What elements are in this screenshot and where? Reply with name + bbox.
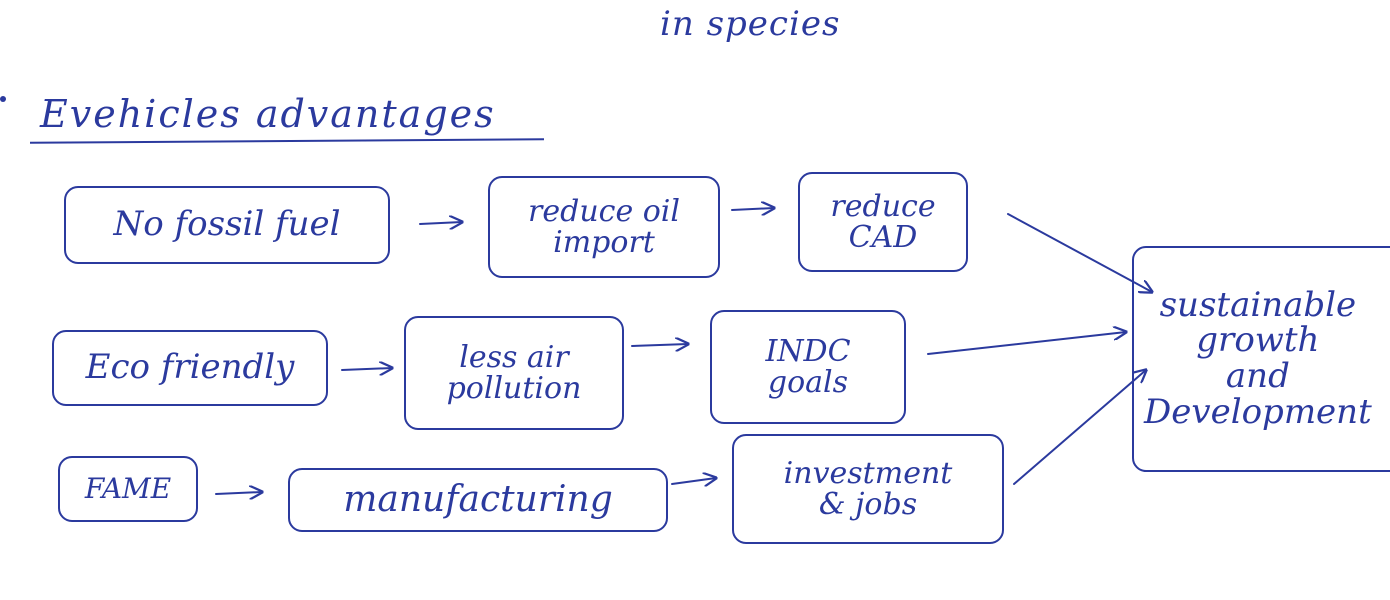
node-label: INDC goals — [765, 333, 851, 400]
arrow-manufacturing-to-investment — [671, 478, 716, 484]
node-fame: FAME — [58, 456, 198, 522]
node-label: reduce CAD — [830, 188, 936, 255]
node-label: less air pollution — [446, 339, 582, 406]
node-label: No fossil fuel — [113, 204, 341, 245]
node-indc-goals: INDC goals — [710, 310, 906, 424]
arrow-reduce-cad-to-sustainable — [1007, 213, 1152, 292]
top-text-fragment: in species — [660, 4, 841, 44]
node-no-fossil-fuel: No fossil fuel — [64, 186, 390, 264]
arrow-no-fossil-to-reduce-oil — [419, 222, 462, 224]
arrow-reduce-oil-to-reduce-cad — [731, 208, 774, 210]
node-label: reduce oil import — [528, 193, 680, 260]
heading-bullet — [0, 96, 6, 102]
node-eco-friendly: Eco friendly — [52, 330, 328, 406]
node-sustainable-growth: sustainable growth and Development — [1132, 246, 1390, 472]
node-less-air-pollution: less air pollution — [404, 316, 624, 430]
node-label: FAME — [84, 472, 172, 506]
arrow-fame-to-manufacturing — [215, 492, 262, 494]
node-label: investment & jobs — [783, 455, 953, 522]
node-investment-jobs: investment & jobs — [732, 434, 1004, 544]
arrow-eco-to-less-air — [341, 368, 392, 370]
section-heading: Evehicles advantages — [40, 92, 496, 136]
node-manufacturing: manufacturing — [288, 468, 668, 532]
arrow-less-air-to-indc — [631, 344, 688, 346]
node-label: manufacturing — [343, 479, 613, 521]
arrow-indc-to-sustainable — [927, 332, 1126, 355]
node-reduce-oil-import: reduce oil import — [488, 176, 720, 278]
node-label: Eco friendly — [85, 347, 295, 388]
arrow-investment-to-sustainable — [1013, 370, 1146, 485]
node-label: sustainable growth and Development — [1144, 284, 1372, 432]
node-reduce-cad: reduce CAD — [798, 172, 968, 272]
